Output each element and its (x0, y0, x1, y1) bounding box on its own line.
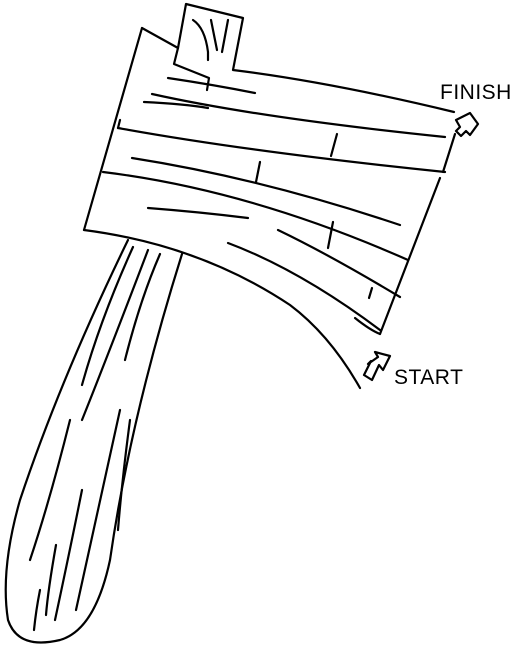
finish-label: FINISH (440, 81, 512, 104)
axe-handle (4, 238, 184, 644)
start-label: START (394, 366, 464, 389)
finish-arrow-icon (454, 111, 480, 138)
axe-head (82, 2, 457, 390)
maze-walls (101, 76, 447, 336)
start-arrow-icon (362, 350, 392, 382)
